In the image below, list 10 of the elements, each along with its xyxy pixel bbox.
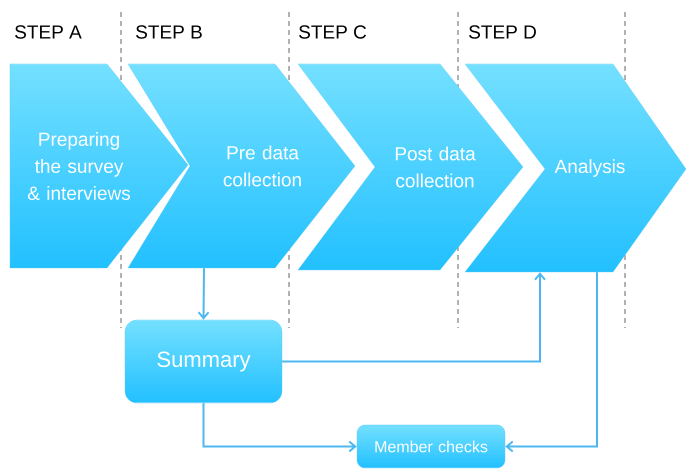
arrow [202,403,357,452]
arrow [505,272,598,452]
arrow [282,272,546,362]
arrow [198,268,210,320]
step-heading: STEP C [299,25,366,39]
process-box: Member checks [356,424,506,468]
step-heading: STEP B [136,25,202,39]
step-heading: STEP D [469,25,536,39]
process-box: Summary [124,320,282,404]
step-heading: STEP A [15,25,82,39]
